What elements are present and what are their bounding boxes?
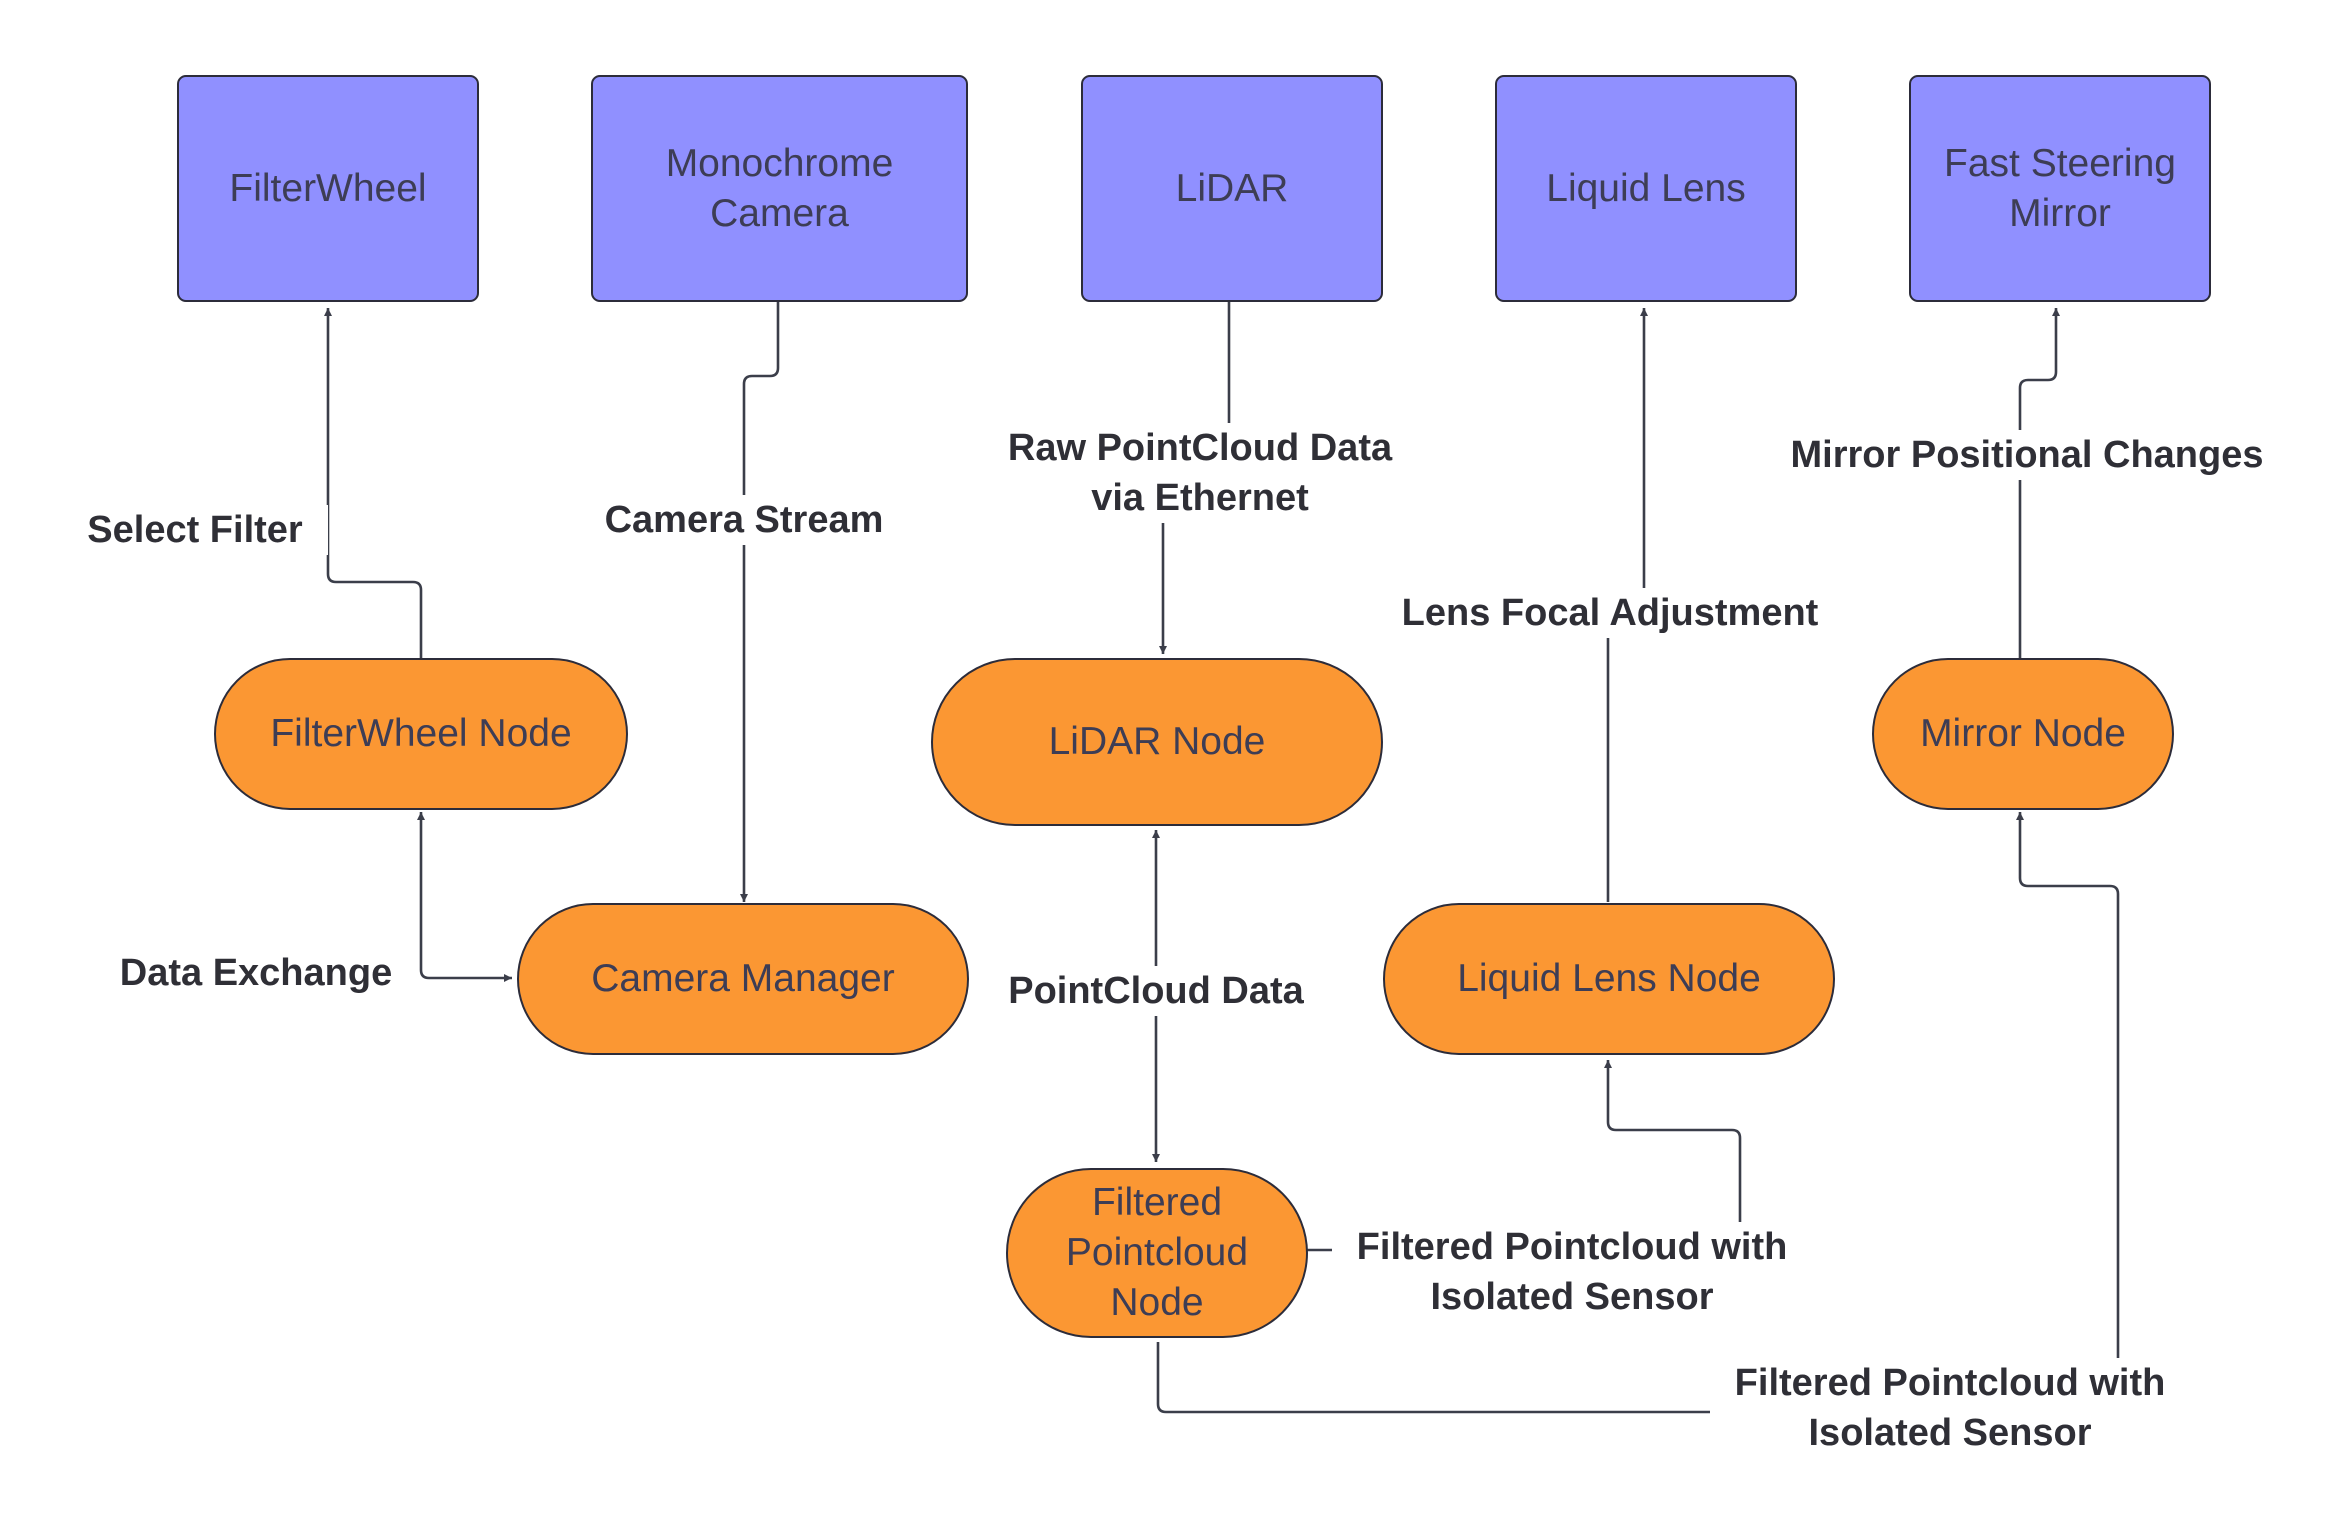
fast-steering-mirror-label: Fast Steering Mirror: [1944, 141, 2176, 235]
edge-camera-stream: [740, 302, 780, 902]
liquid-lens-node-label: Liquid Lens Node: [1457, 957, 1761, 1000]
monochrome-camera-hardware: Monochrome Camera: [591, 75, 968, 302]
mirror-node: Mirror Node: [1872, 658, 2174, 810]
edge-filtered-to-mirror: [1156, 812, 2120, 1414]
filterwheel-hardware: FilterWheel: [177, 75, 479, 302]
label-mirror-positional: Mirror Positional Changes: [1757, 430, 2297, 480]
liquid-lens-label: Liquid Lens: [1546, 166, 1746, 210]
label-raw-pointcloud: Raw PointCloud Data via Ethernet: [965, 423, 1435, 523]
filterwheel-label: FilterWheel: [229, 166, 427, 210]
edge-data-exchange: [417, 812, 512, 982]
lidar-hardware: LiDAR: [1081, 75, 1383, 302]
label-filtered-to-lens: Filtered Pointcloud with Isolated Sensor: [1332, 1222, 1812, 1322]
camera-manager-node: Camera Manager: [517, 903, 969, 1055]
monochrome-camera-label: Monochrome Camera: [665, 141, 894, 235]
edge-filtered-to-lens: [1306, 1060, 1742, 1252]
lidar-node: LiDAR Node: [931, 658, 1383, 826]
filtered-pointcloud-node-label: Filtered Pointcloud Node: [1065, 1181, 1249, 1324]
filterwheel-node: FilterWheel Node: [214, 658, 628, 810]
mirror-node-label: Mirror Node: [1920, 712, 2126, 755]
filtered-pointcloud-node: Filtered Pointcloud Node: [1006, 1168, 1308, 1338]
liquid-lens-node: Liquid Lens Node: [1383, 903, 1835, 1055]
edge-select-filter: [324, 308, 423, 658]
label-select-filter: Select Filter: [62, 505, 328, 555]
label-camera-stream: Camera Stream: [583, 495, 905, 545]
edge-mirror-positional: [2018, 308, 2060, 658]
liquid-lens-hardware: Liquid Lens: [1495, 75, 1797, 302]
lidar-node-label: LiDAR Node: [1048, 720, 1266, 763]
label-data-exchange: Data Exchange: [96, 948, 416, 998]
fast-steering-mirror-hardware: Fast Steering Mirror: [1909, 75, 2211, 302]
filterwheel-node-label: FilterWheel Node: [270, 712, 572, 755]
label-pointcloud-data: PointCloud Data: [985, 966, 1327, 1016]
lidar-label: LiDAR: [1175, 166, 1289, 210]
camera-manager-label: Camera Manager: [591, 957, 895, 1000]
label-filtered-to-mirror: Filtered Pointcloud with Isolated Sensor: [1710, 1358, 2190, 1458]
label-lens-focal: Lens Focal Adjustment: [1375, 588, 1845, 638]
